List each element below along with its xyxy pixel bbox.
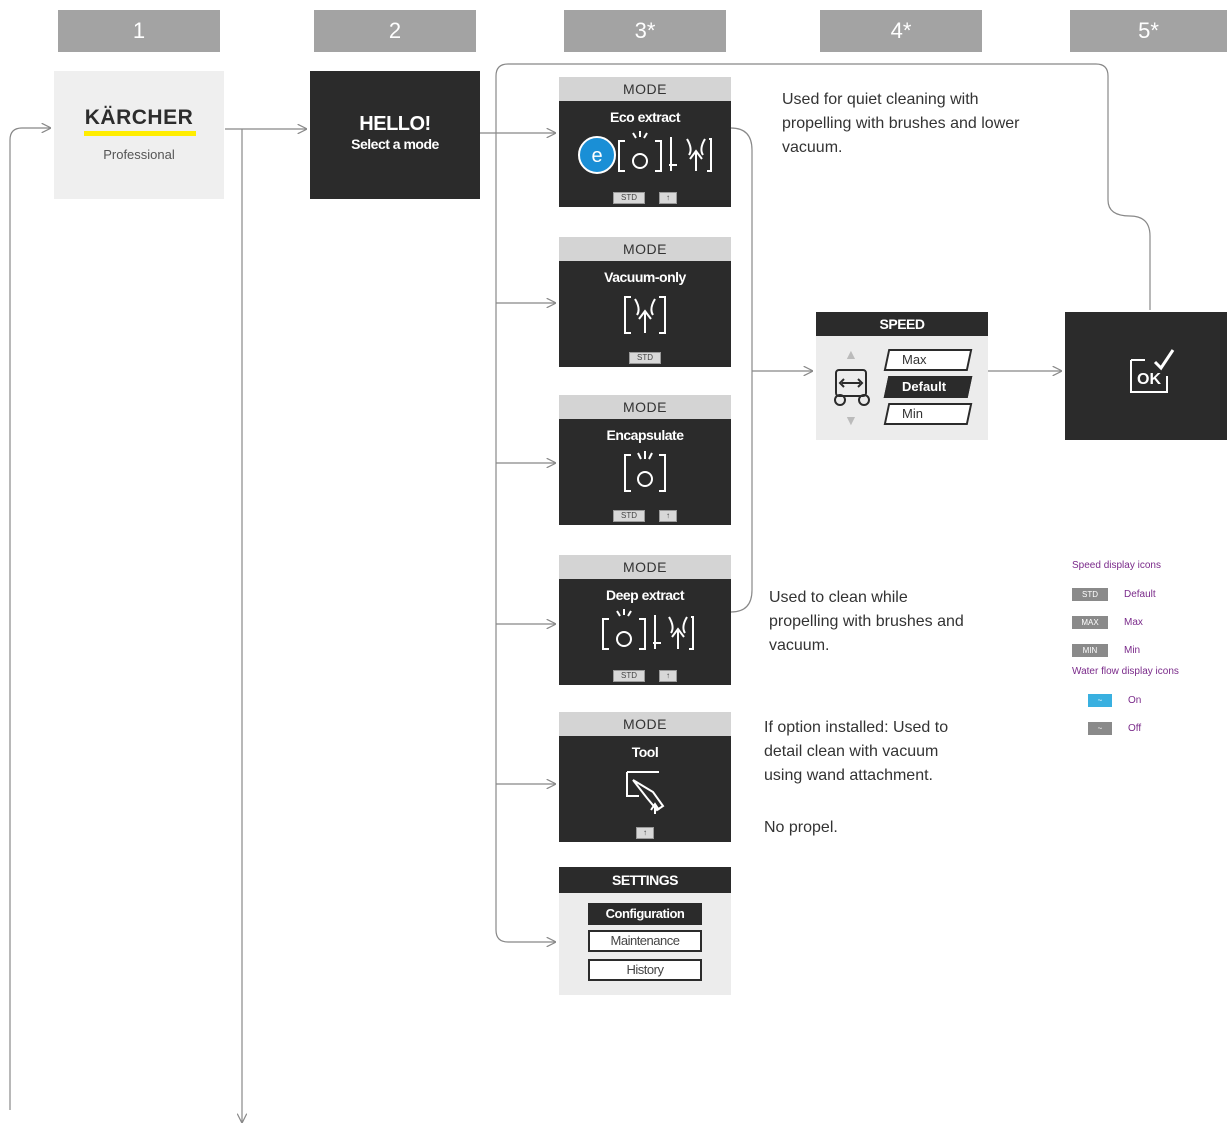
deep-extract-icon [602,609,694,650]
brand-underline [84,131,196,136]
legend-speed-title: Speed display icons [1072,560,1161,571]
speed-badge: STD [613,510,645,522]
water-flow-badge: ↑ [636,827,654,839]
speed-badge: STD [629,352,661,364]
mode-badges: STD ↑ [559,192,731,204]
settings-item-configuration[interactable]: Configuration [588,903,702,925]
hello-screen: HELLO! Select a mode [310,71,480,199]
water-flow-badge: ↑ [659,510,677,522]
settings-item-maintenance[interactable]: Maintenance [588,930,702,952]
settings-menu: SETTINGS Configuration Maintenance Histo… [559,867,731,995]
svg-text:e: e [591,145,602,167]
speed-chip-max: MAX [1072,615,1108,629]
mode-header: MODE [559,77,731,101]
speed-option-min[interactable]: Min [883,403,973,425]
speed-option-label: Max [902,352,927,367]
water-flow-badge: ↑ [659,670,677,682]
brand-logo: KÄRCHER [84,106,194,129]
step-header-5: 5* [1070,10,1227,52]
speed-option-default[interactable]: Default [883,376,973,398]
confirm-screen: OK [1065,312,1227,440]
mode-card-deep-extract[interactable]: MODE Deep extract STD ↑ [559,555,731,685]
legend-row: MAX Max [1072,608,1179,636]
mode-badges: ↑ [559,827,731,839]
legend-row: STD Default [1072,580,1179,608]
ok-label: OK [1137,371,1161,388]
description-eco-extract: Used for quiet cleaning with propelling … [782,91,1020,156]
water-flow-off-icon: ~ [1088,721,1112,735]
mode-badges: STD ↑ [559,510,731,522]
mode-name: Tool [631,744,659,760]
splash-screen: KÄRCHER Professional [54,71,224,199]
mode-header: MODE [559,237,731,261]
hello-subtitle: Select a mode [351,136,439,152]
water-flow-badge: ↑ [659,192,677,204]
speed-badge: STD [613,192,645,204]
legend-label: On [1128,694,1142,706]
step-header-4: 4* [820,10,982,52]
wand-tool-icon [626,771,665,814]
eco-extract-icon: e [578,131,712,174]
step-header-3: 3* [564,10,726,52]
description-tool-note: No propel. [764,819,838,836]
speed-selector: SPEED ▲ ▼ Max Default Min [816,312,988,440]
mode-name: Eco extract [610,109,680,125]
description-tool: If option installed: Used to detail clea… [764,719,949,784]
mode-name: Encapsulate [606,427,684,443]
speed-option-max[interactable]: Max [883,349,973,371]
water-flow-on-icon: ~ [1088,693,1112,707]
machine-speed-icon [834,369,870,406]
mode-name: Vacuum-only [604,269,686,285]
speed-badge: STD [613,670,645,682]
step-header-2: 2 [314,10,476,52]
mode-card-eco-extract[interactable]: MODE Eco extract e STD ↑ [559,77,731,207]
mode-card-vacuum-only[interactable]: MODE Vacuum-only STD [559,237,731,367]
legend-water-title: Water flow display icons [1072,666,1179,677]
speed-option-label: Min [902,406,923,421]
legend-row: ~ On [1072,686,1179,714]
settings-item-history[interactable]: History [588,959,702,981]
speed-option-label: Default [902,379,947,394]
ok-check-icon: OK [1130,349,1175,393]
legend-label: Default [1124,588,1156,600]
mode-badges: STD ↑ [559,670,731,682]
legend-label: Off [1128,722,1142,734]
brand-subtitle: Professional [103,147,175,162]
settings-title: SETTINGS [559,867,731,893]
step-header-1: 1 [58,10,220,52]
arrow-down-icon[interactable]: ▼ [844,412,858,428]
mode-header: MODE [559,555,731,579]
mode-header: MODE [559,395,731,419]
encapsulate-icon [624,451,666,492]
mode-card-tool[interactable]: MODE Tool ↑ [559,712,731,842]
speed-chip-default: STD [1072,587,1108,601]
speed-title: SPEED [816,312,988,336]
legend: Speed display icons STD Default MAX Max … [1072,560,1179,742]
arrow-up-icon[interactable]: ▲ [844,346,858,362]
speed-chip-min: MIN [1072,643,1108,657]
legend-label: Max [1124,616,1143,628]
description-deep-extract: Used to clean while propelling with brus… [769,589,964,654]
mode-header: MODE [559,712,731,736]
hello-title: HELLO! [359,113,431,135]
mode-name: Deep extract [605,587,685,603]
mode-card-encapsulate[interactable]: MODE Encapsulate STD ↑ [559,395,731,525]
mode-badges: STD [559,352,731,364]
legend-label: Min [1124,644,1141,656]
legend-row: ~ Off [1072,714,1179,742]
legend-row: MIN Min [1072,636,1179,664]
vacuum-only-icon [624,296,666,334]
